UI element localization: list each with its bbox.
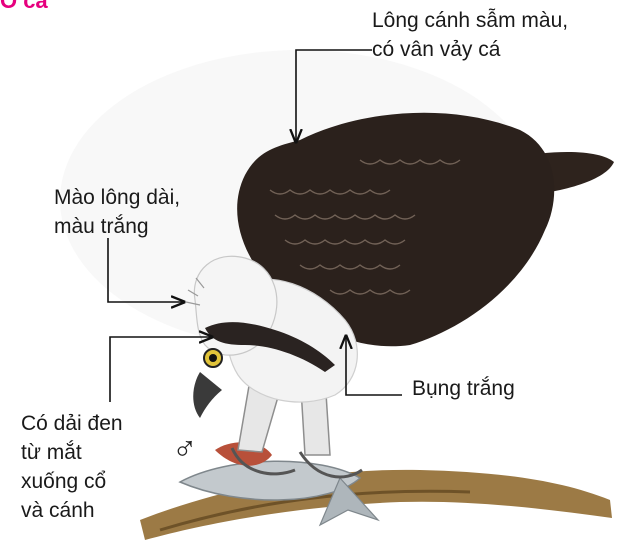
label-eye-stripe: Có dải đen từ mắt xuống cổ và cánh [21, 409, 123, 525]
male-symbol: ♂ [172, 432, 198, 466]
beak [193, 372, 222, 418]
corner-title: Ó cá [0, 0, 48, 14]
label-belly: Bụng trắng [412, 374, 515, 403]
label-crest: Mào lông dài, màu trắng [54, 183, 180, 241]
label-wing: Lông cánh sẫm màu, có vân vảy cá [372, 6, 568, 64]
